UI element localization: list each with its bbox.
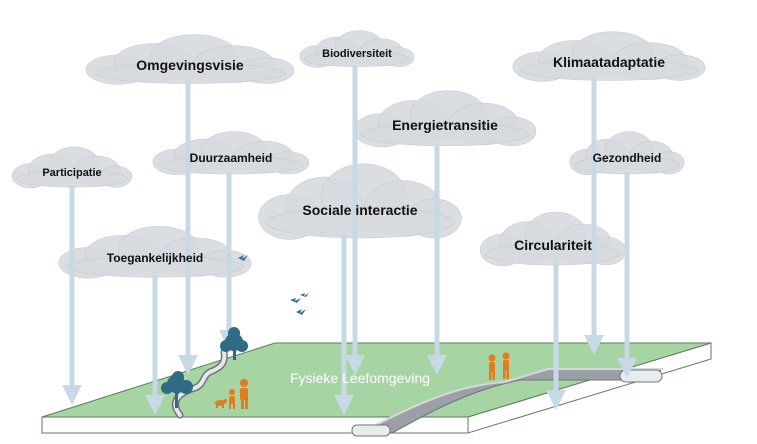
dog-walker-icon: [215, 379, 248, 409]
label-biodiversiteit: Biodiversiteit: [322, 48, 392, 60]
cloud-energietransitie: [353, 90, 537, 148]
cloud-participatie: [11, 146, 133, 189]
label-toegankelijkheid: Toegankelijkheid: [107, 251, 203, 265]
tree-icon: [220, 327, 248, 360]
label-gezondheid: Gezondheid: [593, 151, 662, 165]
label-energietransitie: Energietransitie: [392, 117, 498, 133]
bird-icon: [238, 255, 309, 315]
road-edge: [371, 368, 662, 428]
label-klimaatadaptatie: Klimaatadaptatie: [553, 54, 665, 70]
arrows-layer: [62, 64, 637, 415]
label-duurzaamheid: Duurzaamheid: [190, 151, 273, 165]
labels-layer: Omgevingsvisie BiodiversiteitKlimaatadapt…: [42, 48, 665, 265]
label-sociale-interactie: Sociale interactie: [302, 202, 417, 218]
cloud-biodiversiteit: [299, 30, 415, 68]
cloud-sociale-interactie: [258, 163, 462, 240]
cloud-omgevingsvisie: [85, 34, 295, 85]
cloud-circulariteit: [479, 211, 627, 267]
ground-plane: [41, 342, 712, 434]
label-circulariteit: Circulariteit: [514, 237, 592, 253]
winding-path-inner: [173, 350, 227, 417]
label-omgevingsvisie: Omgevingsvisie: [136, 57, 244, 73]
ground-label: Fysieke Leefomgeving: [290, 370, 430, 386]
clouds-layer: [11, 30, 706, 279]
tree-icon-2: [161, 371, 193, 408]
label-participatie: Participatie: [42, 167, 101, 179]
cloud-klimaatadaptatie: [512, 31, 706, 82]
walking-people-icon: [488, 352, 510, 380]
